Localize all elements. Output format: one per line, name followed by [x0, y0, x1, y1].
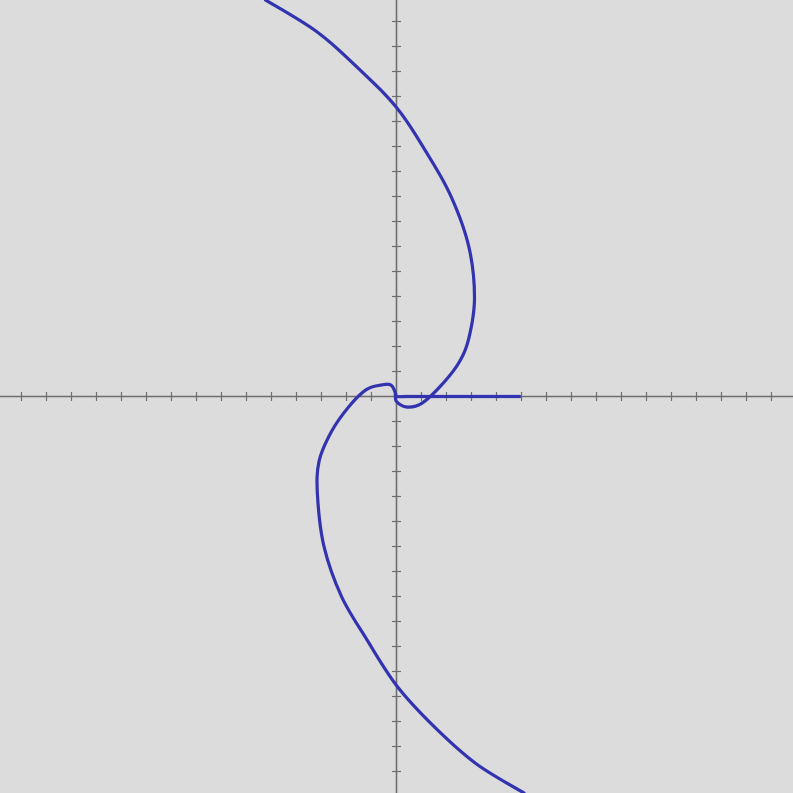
series-group [263, 0, 526, 793]
series-line-1 [263, 0, 522, 409]
series-line-2 [315, 382, 526, 793]
